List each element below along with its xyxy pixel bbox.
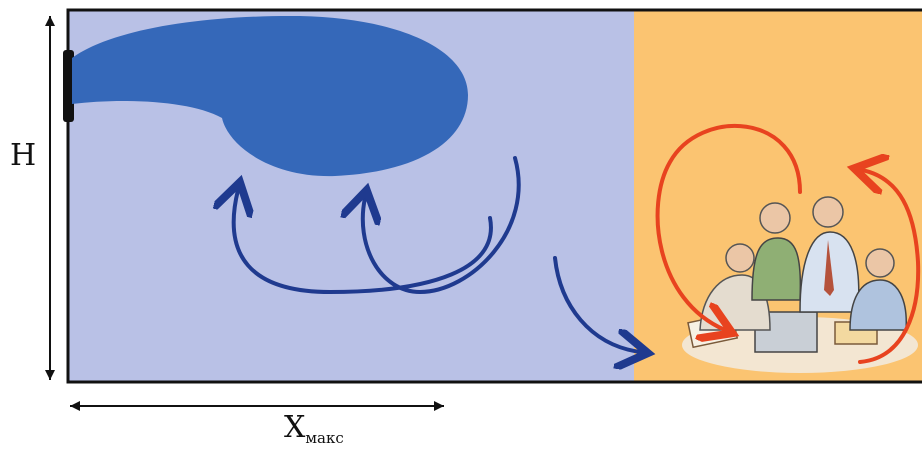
xmax-label-subscript: макс	[305, 429, 344, 447]
airflow-arrow-icon	[234, 190, 493, 295]
room-frame	[66, 8, 922, 384]
xmax-label: Xмакс	[284, 410, 344, 447]
air-jet-plume	[72, 15, 468, 177]
circulation-arrows	[655, 123, 921, 364]
circulation-arrow-icon	[860, 170, 921, 364]
air-diffuser	[63, 50, 74, 122]
airflow-arrow-icon	[363, 156, 521, 295]
airflow-arrows	[234, 156, 640, 352]
height-label: H	[10, 138, 37, 173]
circulation-arrow-icon	[655, 123, 802, 330]
xmax-label-main: X	[284, 410, 306, 445]
airflow-arrow-icon	[553, 256, 640, 352]
